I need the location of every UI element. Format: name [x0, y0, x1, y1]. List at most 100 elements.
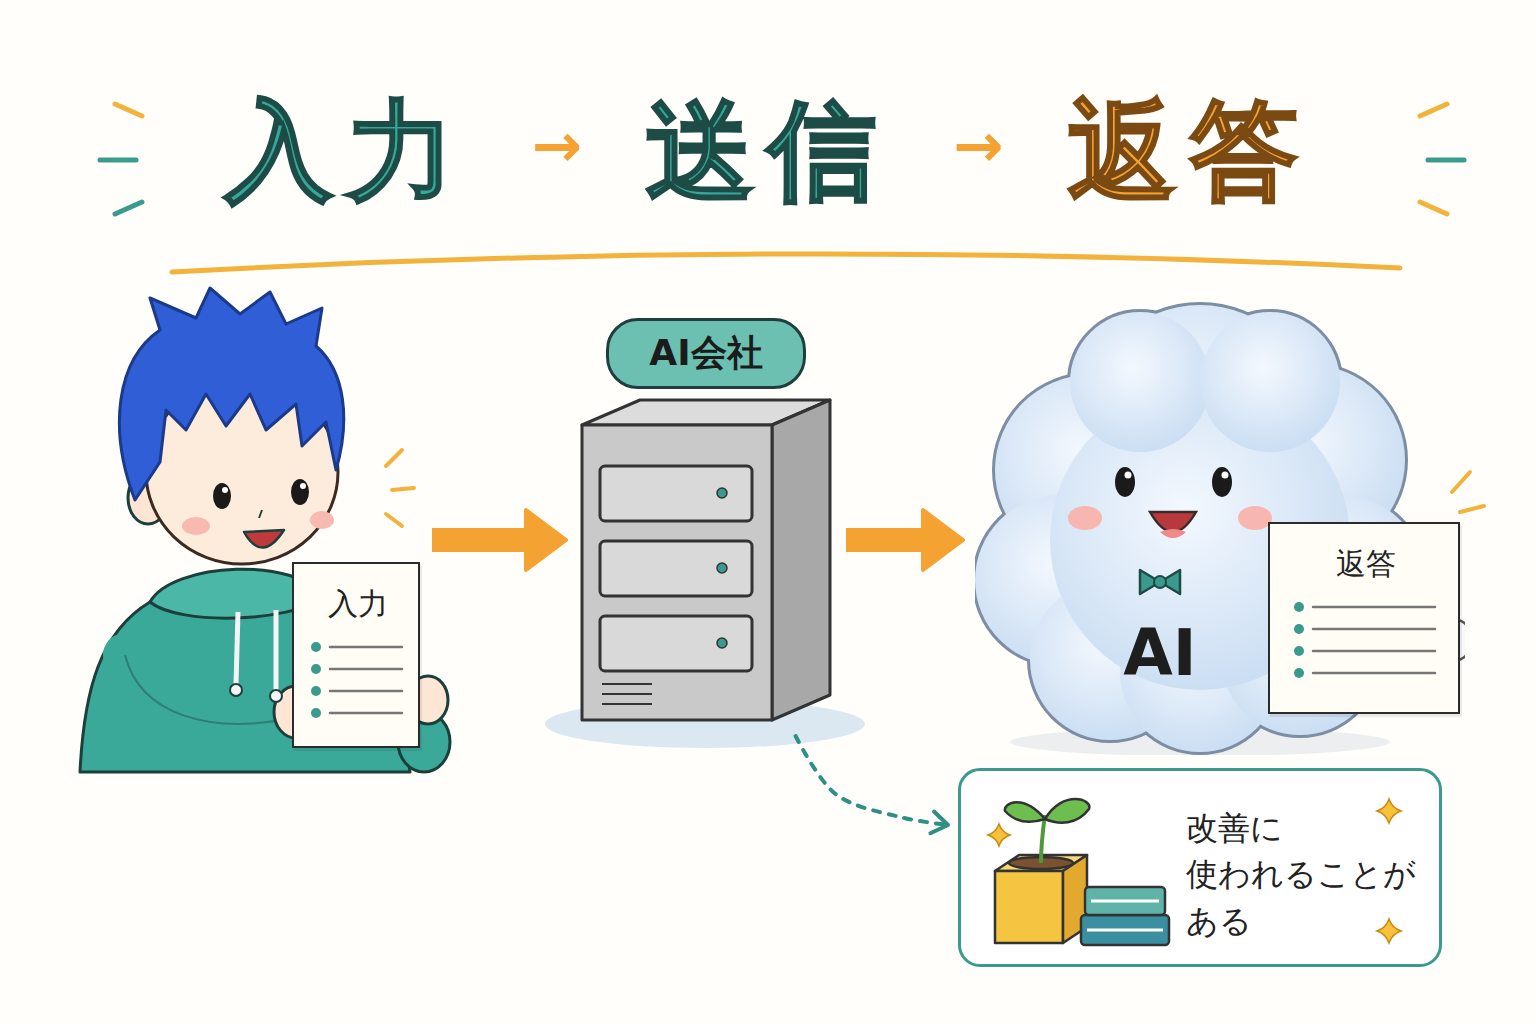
boy-figure-part	[270, 690, 282, 702]
cloud-shape-part-part	[1140, 570, 1180, 594]
cloud-shape-part-part	[1222, 472, 1229, 479]
title-part: 送信	[646, 88, 890, 213]
list-lines-part	[311, 708, 321, 718]
growth-icon-part-part	[1091, 900, 1159, 903]
server-figure-part	[602, 683, 652, 685]
cloud-shape-part-part	[1125, 472, 1132, 479]
flow-arrow	[432, 510, 566, 570]
list-lines-part	[330, 690, 402, 693]
list-lines-part	[1313, 650, 1435, 653]
node-label: 改善に 使われることが ある	[1186, 805, 1431, 944]
boy-figure-part	[125, 655, 292, 724]
boy-figure-part	[230, 684, 242, 696]
title-part: →	[532, 110, 582, 180]
flow-arrow-part	[432, 528, 536, 552]
cloud-shape-part-part	[1200, 312, 1340, 452]
sparkle-marks-part	[386, 514, 402, 526]
note-box: 改善に 使われることが ある	[958, 768, 1442, 967]
sparkle-marks-part	[1452, 472, 1470, 492]
boy-figure-part	[222, 487, 228, 493]
growth-icon-part-part	[1377, 919, 1401, 943]
title-part	[1030, 88, 1068, 213]
growth-icon-part-part	[988, 824, 1010, 846]
growth-icon-part-part	[1377, 799, 1401, 823]
boy-figure-part	[182, 517, 210, 535]
title-part: →	[954, 110, 1004, 180]
title-part: 入力	[225, 88, 469, 213]
cloud-shape-part-part	[1200, 312, 1340, 452]
title-accents-part	[100, 158, 136, 163]
list-lines-part	[1313, 606, 1435, 609]
cloud-shape-part-part	[1212, 467, 1232, 497]
growth-icon-part-part	[1087, 929, 1163, 932]
list-lines-part	[330, 668, 402, 671]
node-label: AI	[1075, 616, 1245, 690]
server-figure-part	[602, 693, 652, 695]
growth-icon-part-part	[1081, 915, 1169, 945]
title-accents-part	[1420, 104, 1447, 116]
list-lines-part	[330, 712, 402, 715]
node-label: 入力	[308, 584, 408, 625]
node-label: 返答	[1284, 544, 1448, 585]
list-lines-part	[1313, 672, 1435, 675]
list-lines	[308, 637, 408, 723]
title: 入力 → 送信 → 返答	[0, 86, 1536, 216]
dotted-arrow-part	[796, 736, 948, 825]
sparkle-marks-part	[392, 488, 414, 490]
cloud-shape-part-part	[1068, 506, 1102, 530]
sparkle-marks-part	[1460, 506, 1484, 512]
list-lines-part	[1294, 624, 1304, 634]
boy-figure-part	[125, 655, 292, 724]
boy-figure-part	[259, 510, 262, 518]
boy-figure-part	[300, 483, 306, 489]
title-part	[890, 88, 928, 213]
title-part: 返答	[1068, 88, 1312, 213]
title-accents-part	[115, 202, 142, 214]
list-lines	[1291, 597, 1441, 683]
server-figure-part	[600, 541, 752, 596]
title-accents-part	[1420, 202, 1447, 214]
input-sheet: 入力	[292, 562, 420, 748]
server-figure-part	[582, 425, 772, 720]
flow-arrow-part	[923, 510, 963, 570]
list-lines-part	[311, 642, 321, 652]
list-lines-part	[311, 686, 321, 696]
cloud-shape-part	[1068, 467, 1272, 594]
server-node: AI会社	[578, 318, 834, 728]
list-lines-part	[1294, 646, 1304, 656]
flow-arrow-part	[526, 510, 566, 570]
growth-icon-part-part	[1085, 887, 1165, 915]
boy-figure-part	[310, 511, 334, 529]
list-lines-part	[1294, 602, 1304, 612]
boy-figure-part	[274, 610, 279, 690]
list-lines-part	[1294, 668, 1304, 678]
sparkle-marks-part	[386, 450, 402, 466]
growth-icon-part-part	[995, 871, 1063, 943]
growth-icon-part-part	[1005, 802, 1045, 822]
server-figure-part	[772, 400, 830, 720]
growth-icon-part-part	[1041, 815, 1045, 863]
server-figure-part	[600, 616, 752, 671]
cloud-shape-part-part	[1115, 467, 1135, 497]
title-part	[608, 88, 646, 213]
growth-icon-part	[995, 799, 1169, 945]
title-accents-part	[1428, 158, 1464, 163]
boy-figure-part	[213, 483, 231, 509]
server-figure-part	[600, 466, 752, 521]
title-underline	[172, 254, 1400, 272]
cloud-shape-part-part	[1238, 506, 1272, 530]
boy-figure-part	[291, 479, 309, 505]
dotted-arrow	[796, 736, 948, 833]
server-figure-part	[717, 488, 727, 498]
server-figure-part	[602, 703, 652, 705]
boy-figure-part	[236, 612, 238, 684]
boy-figure	[80, 288, 450, 772]
cloud-shape-part-part	[1154, 576, 1166, 588]
cloud-shape-part-part	[1160, 529, 1186, 538]
title-part	[469, 88, 507, 213]
server-figure-part	[717, 638, 727, 648]
server-figure	[545, 400, 865, 748]
growth-icon-part-part	[1045, 799, 1089, 823]
cloud-shape-part-part	[1070, 312, 1210, 452]
